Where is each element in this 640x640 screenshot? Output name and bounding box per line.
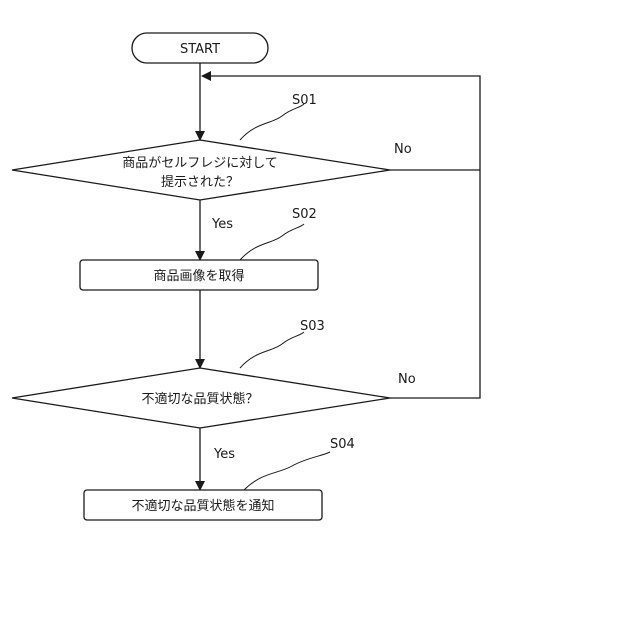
decision-s03-label: 不適切な品質状態？ xyxy=(141,391,258,407)
decision-s01-label-line2: 提示された？ xyxy=(161,174,239,190)
decision-s01-yes-label: Yes xyxy=(211,217,233,232)
process-s04-label: 不適切な品質状態を通知 xyxy=(131,498,274,514)
step-s03: S03 xyxy=(300,319,325,334)
connector-s03-no xyxy=(390,170,480,398)
decision-s01-label-line1: 商品がセルフレジに対して xyxy=(122,156,278,171)
start-label: START xyxy=(180,42,220,57)
decision-s01-no-label: No xyxy=(394,142,412,157)
process-s02-label: 商品画像を取得 xyxy=(153,268,244,284)
step-s01: S01 xyxy=(292,93,317,108)
decision-s03-yes-label: Yes xyxy=(213,447,235,462)
leader-s01 xyxy=(240,104,304,140)
leader-s02 xyxy=(240,224,304,260)
step-s02: S02 xyxy=(292,207,317,222)
decision-s03-no-label: No xyxy=(398,372,416,387)
step-s04: S04 xyxy=(330,437,355,452)
leader-s04 xyxy=(244,452,330,490)
leader-s03 xyxy=(240,332,304,368)
